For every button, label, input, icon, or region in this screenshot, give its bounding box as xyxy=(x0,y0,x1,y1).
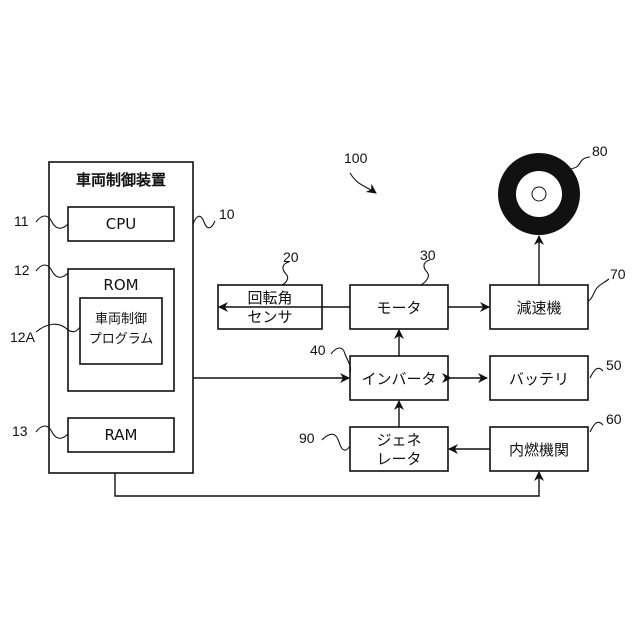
motor-block: モータ xyxy=(350,285,448,329)
battery-label: バッテリ xyxy=(509,370,569,388)
program-line2: プログラム xyxy=(89,332,154,347)
ref-12a: 12A xyxy=(10,329,36,345)
battery-block: バッテリ xyxy=(490,356,588,400)
reducer-label: 減速機 xyxy=(516,299,561,317)
ref-30: 30 xyxy=(420,247,436,263)
generator-block: ジェネ レータ xyxy=(350,427,448,471)
reducer-block: 減速機 xyxy=(490,285,588,329)
ref-70: 70 xyxy=(610,266,626,282)
ref-11: 11 xyxy=(14,213,29,229)
ref-12: 12 xyxy=(14,262,30,278)
rom-label: ROM xyxy=(103,276,138,294)
generator-line1: ジェネ xyxy=(376,431,421,449)
ref-10: 10 xyxy=(219,206,235,222)
control-to-engine-arrow xyxy=(115,472,539,496)
engine-label: 内燃機関 xyxy=(509,441,569,459)
program-block: 車両制御 プログラム xyxy=(80,298,162,364)
sensor-line2: センサ xyxy=(247,308,292,326)
ref-100: 100 xyxy=(344,150,368,166)
cpu-label: CPU xyxy=(106,215,137,233)
motor-label: モータ xyxy=(376,299,421,317)
ref-80: 80 xyxy=(592,143,608,159)
ref-60: 60 xyxy=(606,411,622,427)
control-device-title: 車両制御装置 xyxy=(76,171,166,189)
ref-40: 40 xyxy=(310,342,326,358)
inverter-label: インバータ xyxy=(361,370,436,388)
reference-100-arrow xyxy=(350,173,376,193)
wheel xyxy=(498,153,580,235)
ref-90: 90 xyxy=(299,430,315,446)
engine-block: 内燃機関 xyxy=(490,427,588,471)
program-line1: 車両制御 xyxy=(95,312,147,327)
ref-50: 50 xyxy=(606,357,622,373)
ref-20: 20 xyxy=(283,249,299,265)
sensor-line1: 回転角 xyxy=(247,289,292,307)
ram-label: RAM xyxy=(104,426,137,444)
ram-block: RAM xyxy=(68,418,174,452)
ref-13: 13 xyxy=(12,423,28,439)
generator-line2: レータ xyxy=(376,450,421,468)
cpu-block: CPU xyxy=(68,207,174,241)
inverter-block: インバータ xyxy=(350,356,448,400)
